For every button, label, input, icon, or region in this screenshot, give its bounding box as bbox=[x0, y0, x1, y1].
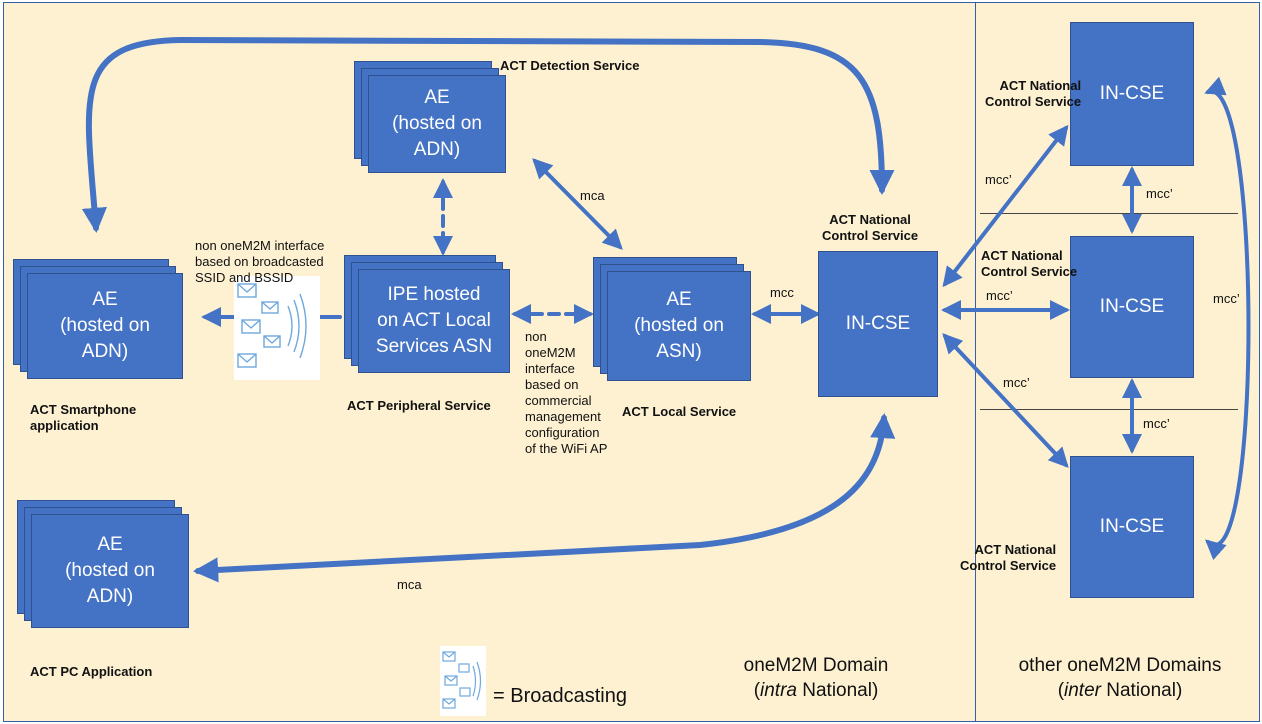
bottom-in-cse-box: IN-CSE bbox=[1070, 456, 1194, 598]
national-control-label-bottom: ACT National Control Service bbox=[960, 542, 1057, 573]
mca-label-bottom: mca bbox=[397, 577, 422, 592]
separator-line-bottom bbox=[980, 409, 1238, 410]
main-in-cse-box: IN-CSE bbox=[818, 251, 938, 397]
non-onem2m-broadcast-text: non oneM2M interface based on broadcaste… bbox=[195, 238, 325, 285]
detection-ae-box: AE (hosted on ADN) bbox=[368, 75, 506, 173]
mcc-prime-label-top: mcc’ bbox=[985, 172, 1012, 187]
mcc-prime-label-mid: mcc’ bbox=[986, 288, 1013, 303]
pc-ae-box: AE (hosted on ADN) bbox=[31, 514, 189, 628]
smartphone-ae-box: AE (hosted on ADN) bbox=[27, 273, 183, 379]
ipe-box: IPE hosted on ACT Local Services ASN bbox=[358, 269, 510, 373]
mid-in-cse-box: IN-CSE bbox=[1070, 236, 1194, 378]
arrow-top-loop bbox=[81, 36, 895, 234]
local-ae-box: AE (hosted on ASN) bbox=[607, 271, 751, 381]
national-control-label-top: ACT National Control Service bbox=[985, 78, 1082, 109]
top-in-cse-box: IN-CSE bbox=[1070, 22, 1194, 166]
detection-ae-stack: AE (hosted on ADN) bbox=[354, 61, 514, 181]
mcc-label: mcc bbox=[770, 285, 794, 300]
local-service-label: ACT Local Service bbox=[622, 404, 737, 419]
onem2m-domain-caption: oneM2M Domain(intra National) bbox=[743, 655, 889, 701]
pc-ae-stack: AE (hosted on ADN) bbox=[17, 500, 197, 640]
broadcast-icon bbox=[234, 276, 320, 380]
mcc-prime-label-right-bottom: mcc’ bbox=[1143, 416, 1170, 431]
arrow-mca-detection bbox=[532, 158, 623, 250]
other-domains-caption: other oneM2M Domains(inter National) bbox=[1018, 655, 1222, 701]
non-onem2m-wifi-text: non oneM2M interface based on commercial… bbox=[525, 329, 608, 456]
peripheral-service-label: ACT Peripheral Service bbox=[347, 398, 491, 413]
mca-label-top: mca bbox=[580, 188, 605, 203]
mcc-prime-label-far-right: mcc’ bbox=[1213, 291, 1240, 306]
arrow-bottom-loop bbox=[192, 412, 896, 583]
legend-text: = Broadcasting bbox=[493, 685, 627, 707]
arrow-mccp-top bbox=[942, 124, 1069, 288]
pc-application-label: ACT PC Application bbox=[30, 664, 153, 679]
mcc-prime-label-right-top: mcc’ bbox=[1146, 186, 1173, 201]
local-ae-stack: AE (hosted on ASN) bbox=[593, 257, 758, 393]
legend-broadcast-icon bbox=[440, 646, 486, 716]
national-control-label-main: ACT National Control Service bbox=[822, 212, 919, 243]
national-control-label-mid: ACT National Control Service bbox=[981, 248, 1078, 279]
ipe-stack: IPE hosted on ACT Local Services ASN bbox=[344, 255, 516, 385]
smartphone-label: ACT Smartphone application bbox=[30, 402, 137, 433]
arrow-mccp-far-right bbox=[1204, 76, 1251, 561]
detection-service-label: ACT Detection Service bbox=[500, 58, 640, 73]
mcc-prime-label-lower: mcc’ bbox=[1003, 375, 1030, 390]
arrow-mccp-lower bbox=[942, 333, 1069, 468]
separator-line-top bbox=[980, 213, 1238, 214]
smartphone-ae-stack: AE (hosted on ADN) bbox=[13, 259, 193, 389]
